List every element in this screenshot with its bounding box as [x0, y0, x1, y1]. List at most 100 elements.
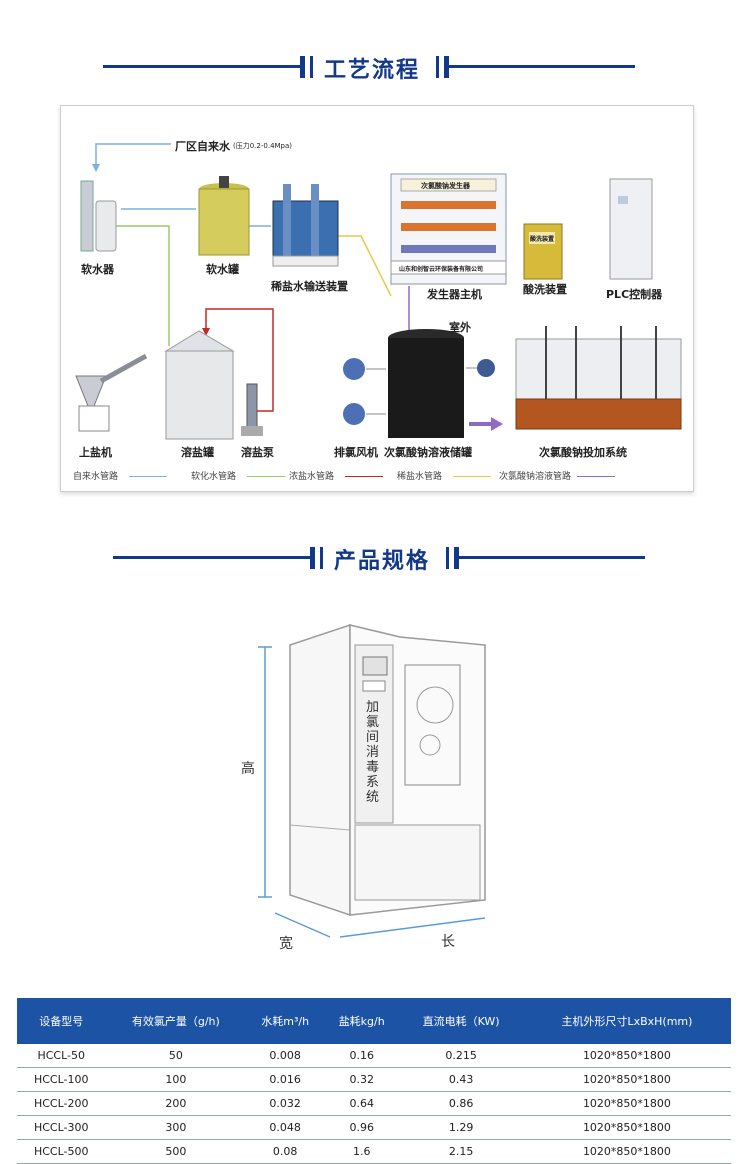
legend-item-dilute-brine: 稀盐水管路 — [397, 472, 443, 482]
softener-label: 软水器 — [81, 263, 114, 276]
process-pipes — [75, 143, 682, 440]
cell-model: HCCL-200 — [17, 1091, 106, 1116]
storage-tank-label: 次氯酸钠溶液储罐 — [384, 446, 472, 459]
title-rule-right — [449, 65, 635, 68]
dimension-width-label: 宽 — [279, 936, 293, 952]
brine-delivery-label: 稀盐水输送装置 — [271, 280, 348, 293]
legend-line-hypochlorite — [577, 476, 615, 477]
salt-loader-icon — [75, 353, 148, 432]
header-salt-consumption: 盐耗kg/h — [324, 998, 400, 1044]
cell-water: 0.032 — [246, 1091, 325, 1116]
dimension-height-label: 高 — [241, 761, 255, 777]
cell-dimensions: 1020*850*1800 — [522, 1139, 731, 1164]
generator-company: 山东和创智云环保装备有限公司 — [399, 266, 484, 273]
soft-tank-label: 软水罐 — [206, 263, 239, 276]
length-dimension-line — [339, 917, 486, 938]
cell-dimensions: 1020*850*1800 — [522, 1044, 731, 1068]
title-cap-right-inner — [446, 547, 449, 569]
salt-tank-icon — [164, 330, 235, 440]
product-title: 产品规格 — [334, 549, 431, 574]
title-cap-left-inner — [310, 56, 313, 78]
table-row: HCCL-50 50 0.008 0.16 0.215 1020*850*180… — [17, 1044, 731, 1068]
cell-power: 0.43 — [399, 1067, 523, 1092]
generator-plate: 次氯酸钠发生器 — [421, 182, 470, 190]
softener-icon — [80, 180, 117, 252]
title-cap-right — [444, 56, 449, 78]
cell-water: 0.016 — [246, 1067, 325, 1092]
cell-dimensions: 1020*850*1800 — [522, 1067, 731, 1092]
salt-pump-icon — [241, 383, 263, 436]
acid-tank-icon — [523, 223, 563, 280]
source-pressure: (压力0.2-0.4Mpa) — [233, 142, 293, 150]
soft-water-pipe — [116, 225, 170, 346]
exhaust-fan-icon-2 — [343, 403, 365, 425]
header-chlorine-output: 有效氯产量（g/h) — [105, 998, 247, 1044]
process-title: 工艺流程 — [324, 58, 421, 83]
table-row: HCCL-500 500 0.08 1.6 2.15 1020*850*1800 — [17, 1139, 731, 1164]
legend-line-soft-water — [247, 476, 285, 477]
cell-chlorine-output: 500 — [105, 1139, 247, 1164]
plc-cabinet-icon — [609, 178, 653, 280]
soft-tank-icon — [198, 176, 250, 256]
title-rule-right — [459, 556, 645, 559]
cell-power: 2.15 — [399, 1139, 523, 1164]
cell-model: HCCL-300 — [17, 1115, 106, 1140]
dimension-length-label: 长 — [441, 934, 455, 950]
legend-item-soft-water: 软化水管路 — [191, 472, 237, 482]
header-model: 设备型号 — [17, 998, 106, 1044]
cell-dimensions: 1020*850*1800 — [522, 1115, 731, 1140]
header-power-consumption: 直流电耗（KW) — [399, 998, 523, 1044]
process-title-bar: 工艺流程 — [0, 56, 750, 105]
cell-power: 0.215 — [399, 1044, 523, 1068]
salt-tank-label: 溶盐罐 — [181, 446, 214, 459]
generator-label: 发生器主机 — [427, 288, 482, 301]
spec-table: 设备型号 有效氯产量（g/h) 水耗m³/h 盐耗kg/h 直流电耗（KW) 主… — [17, 998, 731, 1164]
brine-delivery-icon — [272, 184, 339, 267]
spec-table-header-row: 设备型号 有效氯产量（g/h) 水耗m³/h 盐耗kg/h 直流电耗（KW) 主… — [17, 998, 731, 1044]
cell-water: 0.08 — [246, 1139, 325, 1164]
outdoor-label: 室外 — [449, 321, 471, 334]
title-rule-left — [113, 556, 310, 559]
salt-pump-label: 溶盐泵 — [241, 446, 274, 459]
title-cap-left-inner — [320, 547, 323, 569]
dosing-system-label: 次氯酸钠投加系统 — [539, 446, 627, 459]
width-dimension-line — [274, 912, 331, 938]
legend-line-dilute-brine — [453, 476, 491, 477]
cell-chlorine-output: 200 — [105, 1091, 247, 1116]
source-label: 厂区自来水 — [175, 140, 230, 153]
product-cabinet-drawing — [258, 623, 486, 938]
table-row: HCCL-100 100 0.016 0.32 0.43 1020*850*18… — [17, 1067, 731, 1092]
exhaust-fan-icon — [343, 358, 365, 380]
title-cap-right-inner — [436, 56, 439, 78]
cell-power: 0.86 — [399, 1091, 523, 1116]
acid-cleaning-label: 酸洗装置 — [523, 283, 567, 296]
cell-salt: 1.6 — [324, 1139, 400, 1164]
generator-icon — [390, 173, 507, 285]
title-rule-left — [103, 65, 300, 68]
legend-line-brine — [345, 476, 383, 477]
cell-model: HCCL-50 — [17, 1044, 106, 1068]
header-dimensions: 主机外形尺寸LxBxH(mm) — [522, 998, 731, 1044]
cell-chlorine-output: 300 — [105, 1115, 247, 1140]
cell-salt: 0.32 — [324, 1067, 400, 1092]
cell-power: 1.29 — [399, 1115, 523, 1140]
cell-salt: 0.64 — [324, 1091, 400, 1116]
cell-salt: 0.96 — [324, 1115, 400, 1140]
dosing-system-icon — [515, 326, 682, 430]
legend-item-hypochlorite: 次氯酸钠溶液管路 — [499, 472, 572, 482]
cell-water: 0.048 — [246, 1115, 325, 1140]
cell-model: HCCL-100 — [17, 1067, 106, 1092]
title-cap-right — [454, 547, 459, 569]
brine-pipe — [205, 308, 274, 412]
exhaust-fan-label: 排氯风机 — [334, 446, 378, 459]
tap-water-arrow — [92, 164, 100, 172]
cell-model: HCCL-500 — [17, 1139, 106, 1164]
legend-item-brine: 浓盐水管路 — [289, 472, 335, 482]
cabinet-label: 加氯间消毒系统 — [366, 700, 380, 805]
cell-salt: 0.16 — [324, 1044, 400, 1068]
outdoor-fan-icon — [477, 359, 495, 377]
title-cap-left — [310, 547, 315, 569]
salt-loader-label: 上盐机 — [79, 446, 112, 459]
cell-water: 0.008 — [246, 1044, 325, 1068]
legend-line-tap-water — [129, 476, 167, 477]
